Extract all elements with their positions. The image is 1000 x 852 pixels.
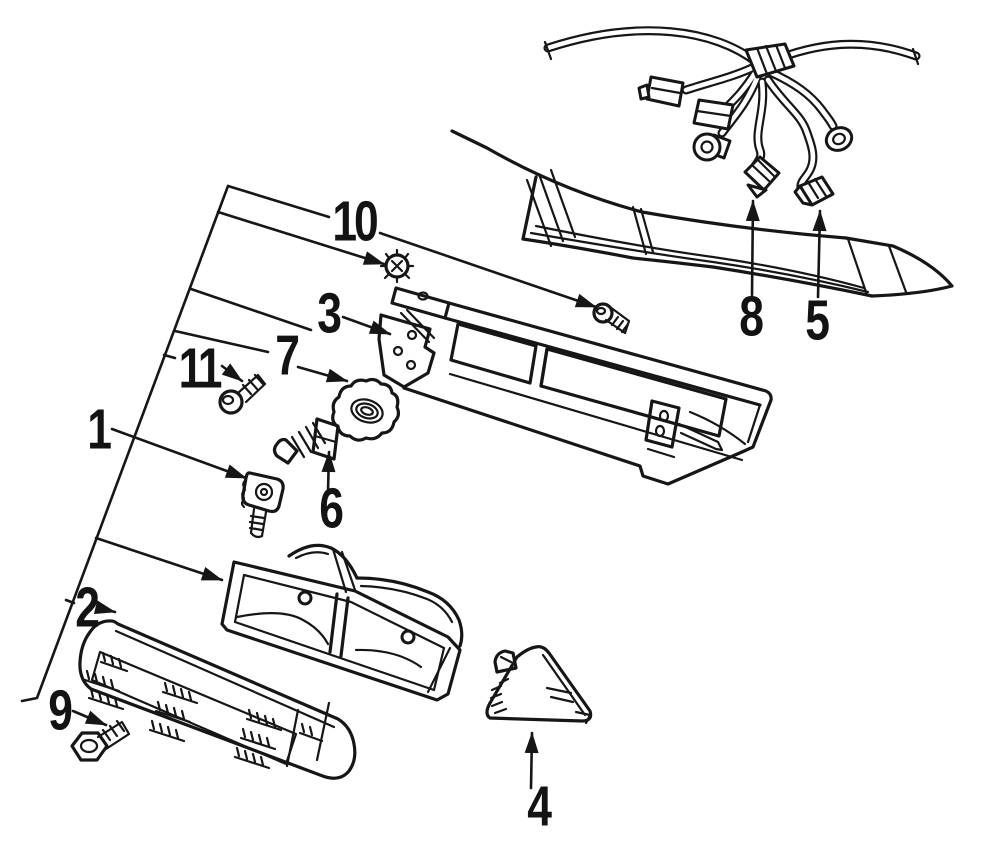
headlamp-housing-drawing xyxy=(220,543,464,702)
harness-knot xyxy=(744,42,796,79)
harness-round-connector-icon xyxy=(692,132,732,162)
connector-8 xyxy=(743,155,781,199)
nut-drawing xyxy=(379,248,415,284)
callout-2: 2 xyxy=(75,575,100,640)
lens-fluting xyxy=(83,651,324,770)
adjusting-screw-drawing xyxy=(218,373,267,415)
callout-3: 3 xyxy=(317,281,342,346)
bracket-left-tab xyxy=(377,308,436,389)
retaining-ring-drawing xyxy=(331,377,401,442)
callout-8: 8 xyxy=(739,284,764,349)
callout-6: 6 xyxy=(319,476,344,541)
corner-marker-lamp-drawing xyxy=(485,645,593,725)
callout-1: 1 xyxy=(87,397,112,462)
wiring-harness-drawing xyxy=(543,26,921,207)
callout-4: 4 xyxy=(527,774,552,839)
bracket-right-tab xyxy=(644,399,747,452)
callout-5: 5 xyxy=(805,288,830,353)
headlamp-lens-drawing xyxy=(78,619,357,780)
mounting-bracket-drawing xyxy=(377,286,773,486)
callout-7: 7 xyxy=(275,323,300,388)
callout-11: 11 xyxy=(178,336,223,401)
callout-leader-lines xyxy=(20,184,827,790)
callout-9: 9 xyxy=(48,678,73,743)
headlamp-adjuster-drawing xyxy=(240,471,285,539)
harness-ring-connector-icon xyxy=(824,126,854,152)
screw-drawing xyxy=(592,302,631,335)
harness-connector-icon xyxy=(637,75,685,108)
mounting-bolt-drawing xyxy=(70,719,131,762)
callout-10: 10 xyxy=(332,189,378,254)
harness-connector-icon xyxy=(692,98,735,131)
connector-5 xyxy=(793,175,835,207)
